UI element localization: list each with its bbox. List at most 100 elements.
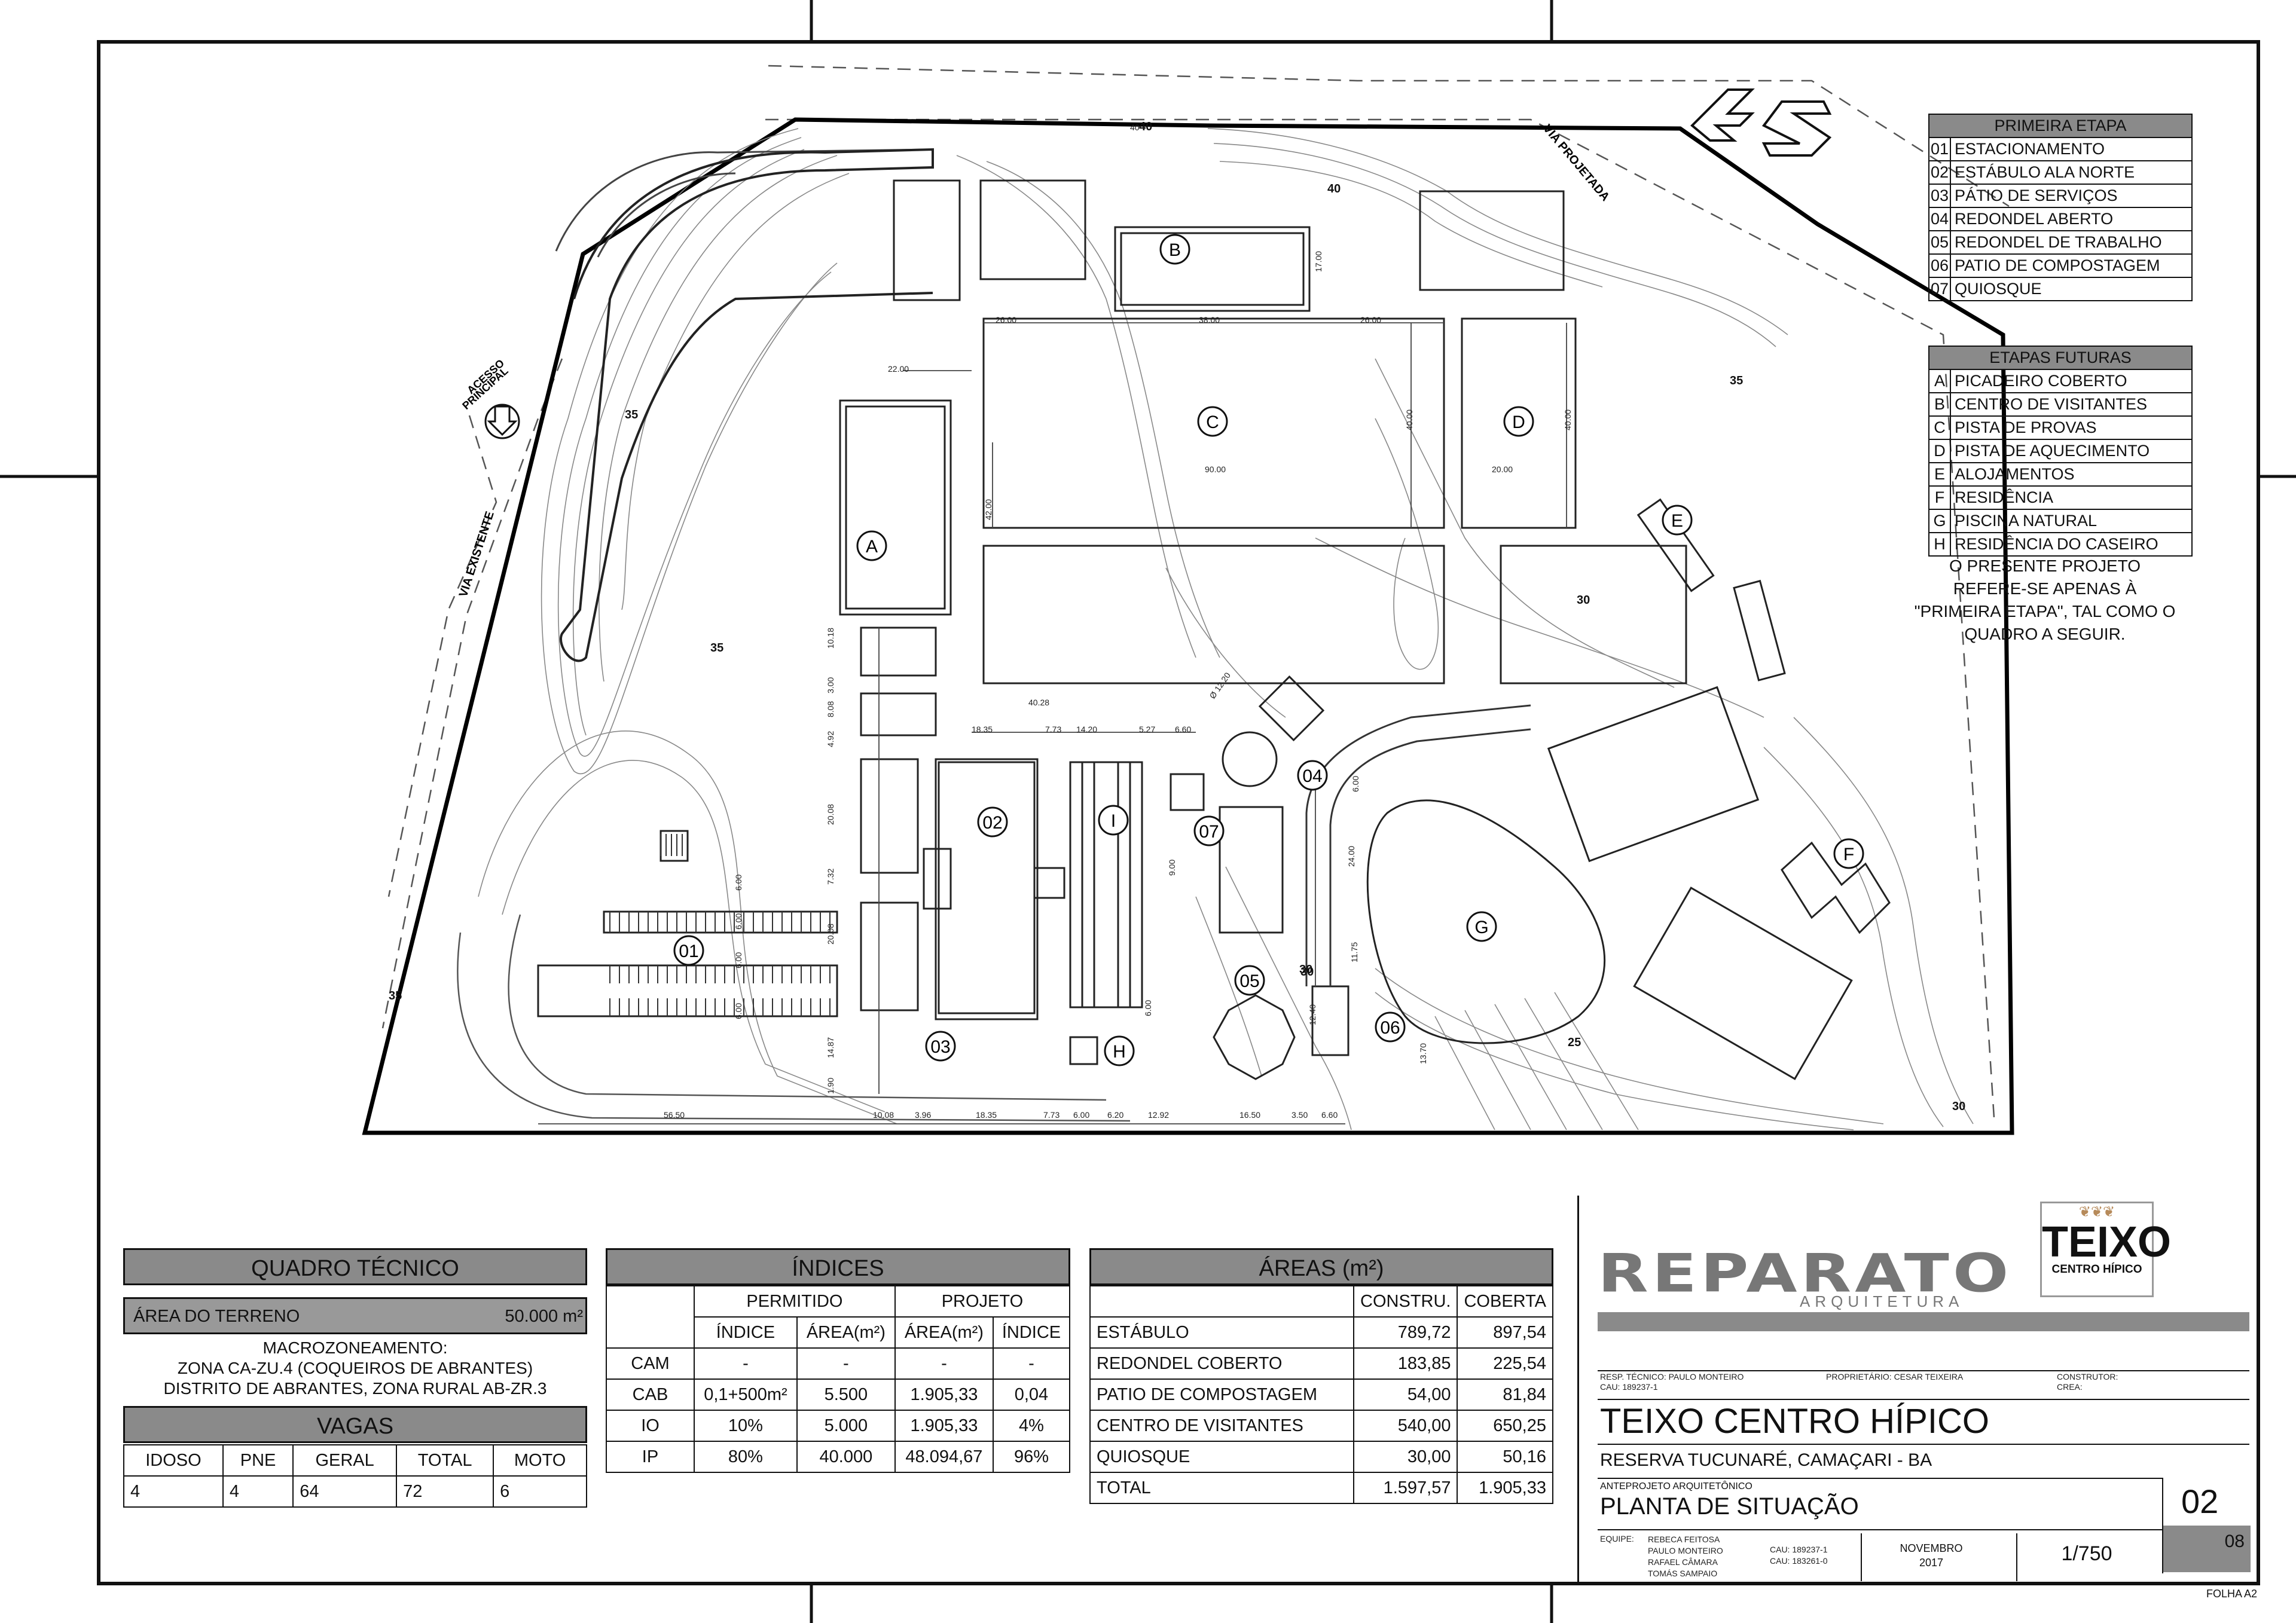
dimension-label: 6.00 [734, 875, 743, 891]
dimension-label: 18.35 [976, 1110, 997, 1120]
dimension-label: 7.73 [1045, 725, 1061, 734]
areas-item: CENTRO DE VISITANTES [1089, 1410, 1355, 1442]
contour-label: 30 [1577, 594, 1590, 607]
legend-label: ESTÁBULO ALA NORTE [1950, 160, 2193, 185]
building-marker: 01 [673, 935, 704, 966]
sheet-total: 08 [2224, 1532, 2245, 1551]
legend-label: REDONDEL ABERTO [1950, 207, 2193, 231]
contour-label: 25 [1568, 1036, 1581, 1049]
building-marker: E [1662, 505, 1693, 536]
area-terreno-label: ÁREA DO TERRENO [133, 1307, 300, 1326]
location: RESERVA TUCUNARÉ, CAMAÇARI - BA [1600, 1450, 1932, 1470]
dimension-label: 10.18 [826, 628, 835, 649]
dimension-label: 6.00 [1351, 776, 1360, 792]
indices-cell: 10% [694, 1410, 798, 1442]
north-arrow-icon [1690, 88, 1832, 157]
dimension-label: 3.50 [1292, 1110, 1308, 1120]
legend-primeira-title: PRIMEIRA ETAPA [1928, 114, 2193, 138]
dimension-label: Ø 12.20 [1207, 671, 1232, 701]
dimension-label: 13.70 [1418, 1043, 1428, 1064]
building-label: H [1113, 1042, 1126, 1062]
vagas-col-header: TOTAL [396, 1444, 494, 1477]
dimension-label: 40.00 [1405, 409, 1414, 430]
vagas-col-header: PNE [222, 1444, 294, 1477]
indices-sub-header: ÍNDICE [992, 1316, 1071, 1349]
dimension-label: 20.00 [1492, 464, 1513, 474]
areas-value: 789,72 [1353, 1316, 1458, 1349]
areas-value: 81,84 [1457, 1379, 1553, 1411]
team-member: TOMÁS SAMPAIO [1648, 1569, 1718, 1578]
contour-label: 30 [1299, 963, 1312, 976]
building-label: 04 [1302, 766, 1322, 786]
legend-label: PISCINA NATURAL [1950, 509, 2193, 533]
areas-value: 1.597,57 [1353, 1472, 1458, 1504]
dimension-label: 10.08 [873, 1110, 894, 1120]
sheet-box: 02 08 [2162, 1478, 2251, 1573]
dimension-label: 1.90 [826, 1078, 835, 1094]
team-member: RAFAEL CÂMARA [1648, 1557, 1718, 1567]
dimension-label: 12.40 [1308, 1004, 1317, 1025]
legend-note: O PRESENTE PROJETO REFERE-SE APENAS À "P… [1907, 555, 2182, 646]
areas-item: REDONDEL COBERTO [1089, 1347, 1355, 1380]
title-bar [1598, 1312, 2249, 1331]
legend-code: 03 [1928, 184, 1951, 208]
dimension-label: 24.00 [1347, 846, 1356, 867]
building-marker: 04 [1297, 760, 1328, 791]
dimension-label: 90.00 [1205, 464, 1226, 474]
cau-number: CAU: 183261-0 [1770, 1556, 1828, 1566]
building-marker: 03 [925, 1031, 956, 1062]
indices-sub-header: ÁREA(m²) [894, 1316, 994, 1349]
phase: ANTEPROJETO ARQUITETÔNICO [1600, 1481, 1752, 1491]
dimension-label: 42.00 [984, 499, 993, 520]
builder-label: CONSTRUTOR: [2057, 1372, 2118, 1381]
dimension-label: 4.92 [826, 731, 835, 747]
dimension-label: 20.08 [826, 804, 835, 825]
building-label: B [1169, 240, 1181, 260]
legend-code: 01 [1928, 137, 1951, 161]
date: NOVEMBRO 2017 [1866, 1541, 1997, 1570]
legend-note-line: O PRESENTE PROJETO [1949, 557, 2141, 575]
crea-label: CREA: [2057, 1382, 2083, 1392]
dimension-label: 40.28 [1028, 698, 1049, 707]
dimension-label: 6.20 [1107, 1110, 1123, 1120]
ornament-icon: ❦❦❦ [2078, 1204, 2115, 1220]
sheet-size-label: FOLHA A2 [2206, 1588, 2258, 1600]
client-logo: ❦❦❦ TEIXO CENTRO HÍPICO [2040, 1202, 2171, 1297]
legend-note-line: "PRIMEIRA ETAPA", TAL COMO O [1914, 602, 2176, 621]
divider [1598, 1478, 2162, 1479]
team-list: REBECA FEITOSA PAULO MONTEIRO RAFAEL CÂM… [1648, 1534, 1723, 1579]
indices-cell: - [694, 1347, 798, 1380]
indices-cell: 96% [992, 1441, 1071, 1473]
areas-value: 30,00 [1353, 1441, 1458, 1473]
team-member: PAULO MONTEIRO [1648, 1546, 1723, 1555]
building-marker: C [1197, 406, 1228, 437]
vagas-col-header: GERAL [292, 1444, 398, 1477]
dimension-label: 8.08 [826, 701, 835, 717]
legend-code: 07 [1928, 277, 1951, 301]
building-marker: I [1098, 805, 1129, 836]
access-arrow-icon [484, 404, 520, 439]
indices-cell: IP [606, 1441, 695, 1473]
building-label: 02 [982, 813, 1002, 833]
building-label: G [1474, 918, 1488, 937]
vagas-value: 4 [123, 1475, 224, 1508]
building-label: 01 [679, 942, 698, 961]
dimension-label: 9.00 [1167, 860, 1177, 876]
dimension-label: 7.73 [1043, 1110, 1060, 1120]
building-marker: F [1833, 838, 1864, 869]
contour-label: 35 [1730, 374, 1743, 387]
building-label: A [866, 537, 878, 557]
